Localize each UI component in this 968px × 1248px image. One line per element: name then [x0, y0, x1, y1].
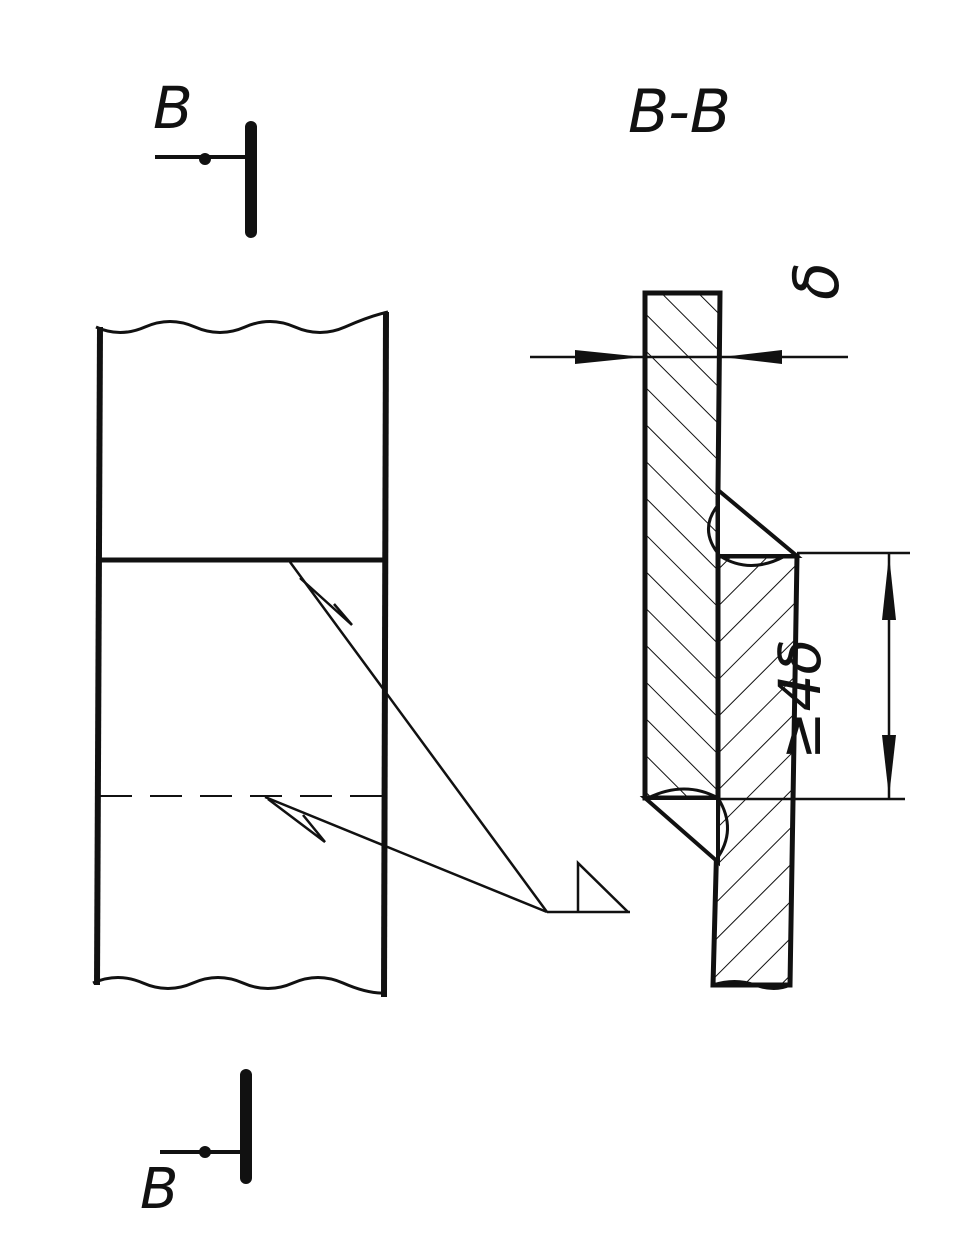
- upper-plate-section: [642, 290, 723, 801]
- plate-right-edge: [381, 311, 389, 998]
- overlap-arrow-top: [882, 555, 896, 620]
- plate-break-top: [95, 310, 389, 334]
- weld-root-lower: [647, 787, 729, 861]
- fillet-weld-upper: [716, 485, 803, 558]
- fillet-weld-triangle: [576, 860, 629, 913]
- section-marker-bottom: B: [140, 1069, 252, 1222]
- section-mark-bottom-label: B: [140, 1157, 178, 1222]
- fillet-weld-lower: [639, 796, 720, 867]
- weld-symbol: [264, 561, 630, 914]
- thickness-label: δ: [780, 262, 853, 300]
- weld-root-upper: [707, 504, 786, 567]
- overlap-label: ≥4δ: [766, 639, 834, 760]
- view-arrow-top-head: [199, 153, 211, 165]
- thickness-arrow-right: [722, 350, 782, 364]
- thickness-arrow-left: [575, 350, 643, 364]
- overlap-arrow-bottom: [882, 735, 896, 797]
- lower-plate-section: [710, 553, 800, 988]
- thickness-dimension: δ: [530, 262, 853, 364]
- section-marker-top: B: [153, 74, 257, 238]
- leader-line-upper: [288, 561, 549, 913]
- plate-left-edge: [94, 326, 103, 986]
- view-arrow-bottom-head: [199, 1146, 211, 1158]
- section-title: B-B: [628, 77, 731, 147]
- section-view: B-B δ ≥4δ: [530, 77, 910, 990]
- leader-arrowhead-upper: [299, 577, 353, 626]
- leader-arrowhead-lower: [267, 798, 326, 843]
- section-mark-top-label: B: [153, 74, 193, 142]
- lower-plate-break: [712, 980, 791, 990]
- leader-line-lower: [264, 795, 548, 914]
- plate-break-bottom: [92, 976, 387, 995]
- overlap-dimension: ≥4δ: [720, 551, 910, 801]
- front-view: B B: [92, 74, 389, 1222]
